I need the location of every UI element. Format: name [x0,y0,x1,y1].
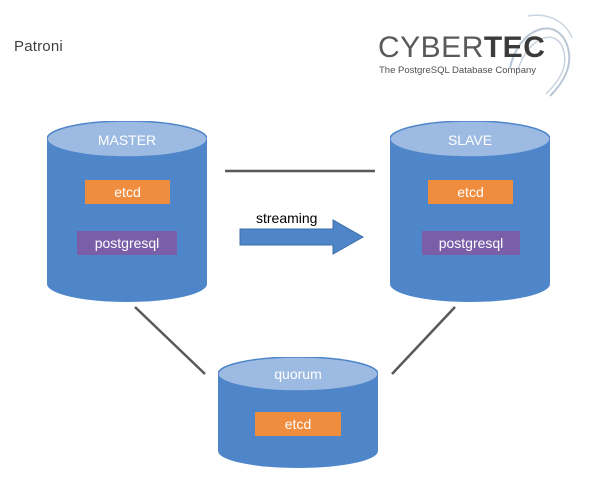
master-node: MASTER etcd postgresql [47,121,207,302]
slave-label: SLAVE [447,132,493,148]
slave-postgresql-box: postgresql [422,231,520,255]
slave-node: SLAVE etcd postgresql [390,121,550,302]
page-title: Patroni [14,38,63,55]
master-etcd-box: etcd [85,180,170,204]
slave-etcd-box: etcd [428,180,513,204]
master-quorum-line [134,306,206,375]
logo-wordmark: CYBERTEC [378,33,545,63]
master-cylinder-shape [47,121,207,302]
quorum-label: quorum [274,366,322,382]
master-postgresql-box: postgresql [77,231,177,255]
slave-cylinder-shape [390,121,550,302]
quorum-node: quorum etcd [218,357,378,468]
streaming-label: streaming [256,210,318,226]
logo-tagline: The PostgreSQL Database Company [379,65,537,76]
logo-word-bold: TEC [483,31,546,64]
logo-word-light: CYBER [378,31,484,64]
logo-swirl-icon [509,14,573,97]
quorum-etcd-box: etcd [255,412,341,436]
slave-quorum-line [391,306,456,375]
cybertec-logo: CYBERTEC The PostgreSQL Database Company [370,8,590,98]
master-label: MASTER [97,132,157,148]
streaming-arrow-icon [239,219,365,255]
